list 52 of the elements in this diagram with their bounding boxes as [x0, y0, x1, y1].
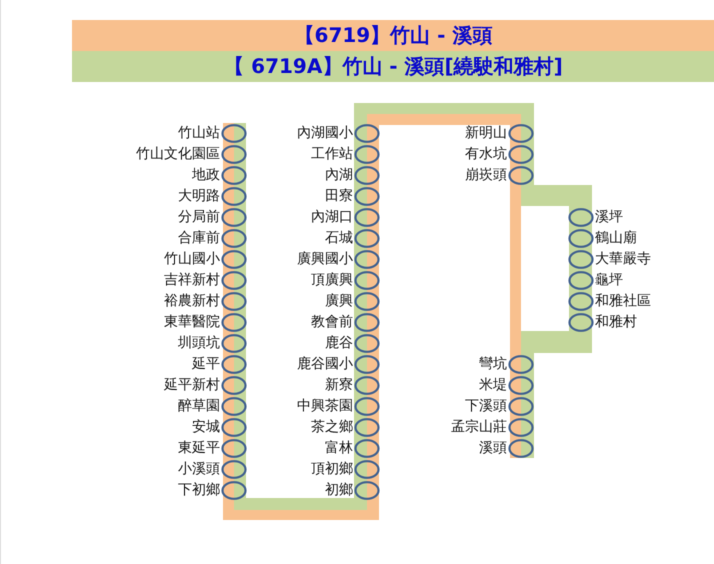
station-name: 鶴山廟	[595, 229, 637, 248]
station-name: 廣興	[325, 292, 353, 311]
station-name: 中興茶園	[297, 397, 353, 416]
station-name: 內湖	[325, 166, 353, 185]
station-name: 竹山文化園區	[136, 145, 220, 164]
station-name: 鹿谷國小	[297, 355, 353, 374]
station-name: 裕農新村	[164, 292, 220, 311]
station-name: 初鄉	[325, 481, 353, 500]
station-name: 石城	[325, 229, 353, 248]
station-name: 米堤	[479, 376, 507, 395]
station-name: 彎坑	[479, 355, 507, 374]
station-name: 合庫前	[178, 229, 220, 248]
station-name: 吉祥新村	[164, 271, 220, 290]
station-name: 內湖口	[311, 208, 353, 227]
station-name: 延平	[192, 355, 220, 374]
route-title: 【 6719A】竹山 - 溪頭[繞駛和雅村]	[224, 53, 563, 80]
station-name: 廣興國小	[297, 250, 353, 269]
station-name: 圳頭坑	[178, 334, 220, 353]
station-name: 新寮	[325, 376, 353, 395]
station-name: 下初鄉	[178, 481, 220, 500]
station-name: 崩崁頭	[465, 166, 507, 185]
station-name: 溪頭	[479, 439, 507, 458]
station-name: 鹿谷	[325, 334, 353, 353]
station-name: 大華嚴寺	[595, 250, 651, 269]
station-name: 地政	[192, 166, 220, 185]
station-name: 新明山	[465, 124, 507, 143]
station-name: 茶之鄉	[311, 418, 353, 437]
station-name: 教會前	[311, 313, 353, 332]
station-name: 大明路	[178, 187, 220, 206]
station-name: 分局前	[178, 208, 220, 227]
station-name: 東延平	[178, 439, 220, 458]
station-name: 小溪頭	[178, 460, 220, 479]
station-name: 和雅社區	[595, 292, 651, 311]
station-name: 延平新村	[164, 376, 220, 395]
station-name: 田寮	[325, 187, 353, 206]
station-name: 溪坪	[595, 208, 623, 227]
route-title: 【6719】竹山 - 溪頭	[294, 22, 492, 49]
station-name: 有水坑	[465, 145, 507, 164]
station-name: 頂初鄉	[311, 460, 353, 479]
station-name: 竹山站	[178, 124, 220, 143]
station-name: 醉草園	[178, 397, 220, 416]
station-name: 富林	[325, 439, 353, 458]
station-name: 龜坪	[595, 271, 623, 290]
station-name: 內湖國小	[297, 124, 353, 143]
station-name: 東華醫院	[164, 313, 220, 332]
station-name: 頂廣興	[311, 271, 353, 290]
station-name: 孟宗山莊	[451, 418, 507, 437]
station-name: 和雅村	[595, 313, 637, 332]
station-name: 下溪頭	[465, 397, 507, 416]
station-name: 工作站	[311, 145, 353, 164]
station-name: 安城	[192, 418, 220, 437]
station-name: 竹山國小	[164, 250, 220, 269]
